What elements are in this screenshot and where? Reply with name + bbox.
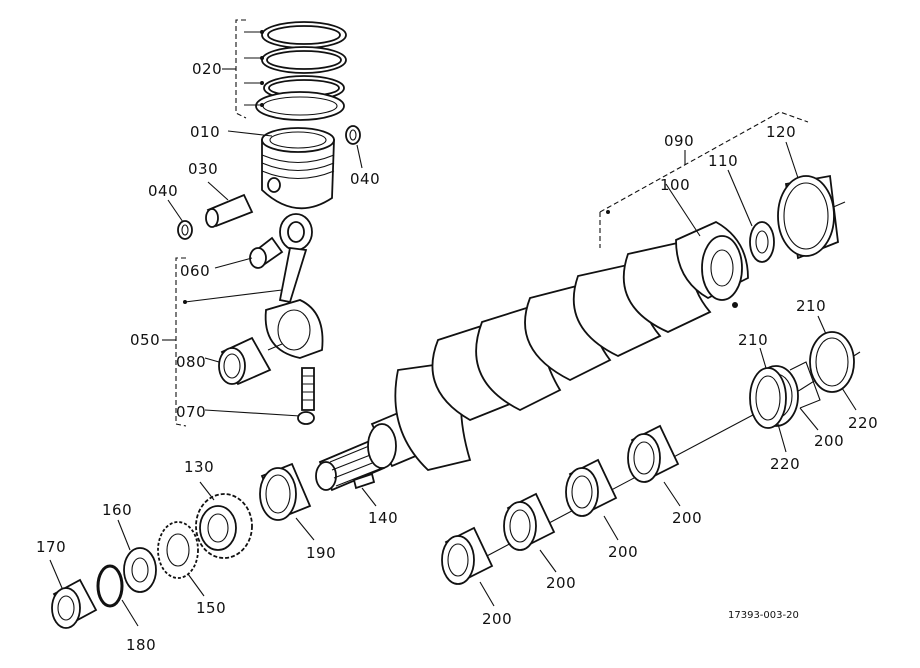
callout-190: 190 (306, 544, 337, 562)
thrust-bearing (749, 221, 775, 263)
callout-110: 110 (708, 152, 739, 170)
main-bearing-3 (565, 458, 618, 517)
small-end-bushing (249, 236, 284, 269)
connecting-rod (264, 213, 324, 411)
callout-150: 150 (196, 599, 227, 617)
callout-030: 030 (188, 160, 219, 178)
snap-ring-right (345, 125, 361, 145)
callout-200-b: 200 (546, 574, 577, 592)
snap-ring-left (177, 220, 193, 240)
crank-gear (195, 493, 253, 559)
callout-210-b: 210 (796, 297, 827, 315)
piston-rings (255, 21, 347, 121)
callout-180: 180 (126, 636, 157, 654)
crankshaft (315, 220, 749, 492)
callout-220-b: 220 (848, 414, 879, 432)
oil-seal (51, 578, 98, 629)
callout-010: 010 (190, 123, 221, 141)
thrust-washer-left (749, 367, 787, 429)
callout-090: 090 (664, 132, 695, 150)
piston-pin (205, 193, 254, 228)
callout-080: 080 (176, 353, 207, 371)
front-bearing (259, 462, 312, 521)
callout-020: 020 (192, 60, 223, 78)
callout-210-a: 210 (738, 331, 769, 349)
callout-050: 050 (130, 331, 161, 349)
callout-160: 160 (102, 501, 133, 519)
callout-140: 140 (368, 509, 399, 527)
piston (261, 127, 335, 210)
crankshaft-sleeve (777, 174, 839, 260)
callout-130: 130 (184, 458, 215, 476)
callout-220-a: 220 (770, 455, 801, 473)
collar (123, 547, 157, 593)
callout-200-a: 200 (482, 610, 513, 628)
callout-170: 170 (36, 538, 67, 556)
callout-040-right: 040 (350, 170, 381, 188)
feather-key (352, 472, 376, 490)
main-bearing-1 (441, 526, 494, 585)
crankpin-bearing (218, 336, 272, 386)
diagram-reference-code: 17393-003-20 (728, 610, 799, 621)
callout-040-left: 040 (148, 182, 179, 200)
callout-200-d: 200 (672, 509, 703, 527)
callout-060: 060 (180, 262, 211, 280)
callout-100: 100 (660, 176, 691, 194)
callout-070: 070 (176, 403, 207, 421)
callout-200-c: 200 (608, 543, 639, 561)
callout-120: 120 (766, 123, 797, 141)
gear-ring (157, 521, 199, 579)
main-bearing-2 (503, 492, 556, 551)
main-bearing-4 (627, 424, 680, 483)
thrust-washer-right (809, 331, 855, 393)
o-ring (96, 564, 124, 608)
callout-200-e: 200 (814, 432, 845, 450)
